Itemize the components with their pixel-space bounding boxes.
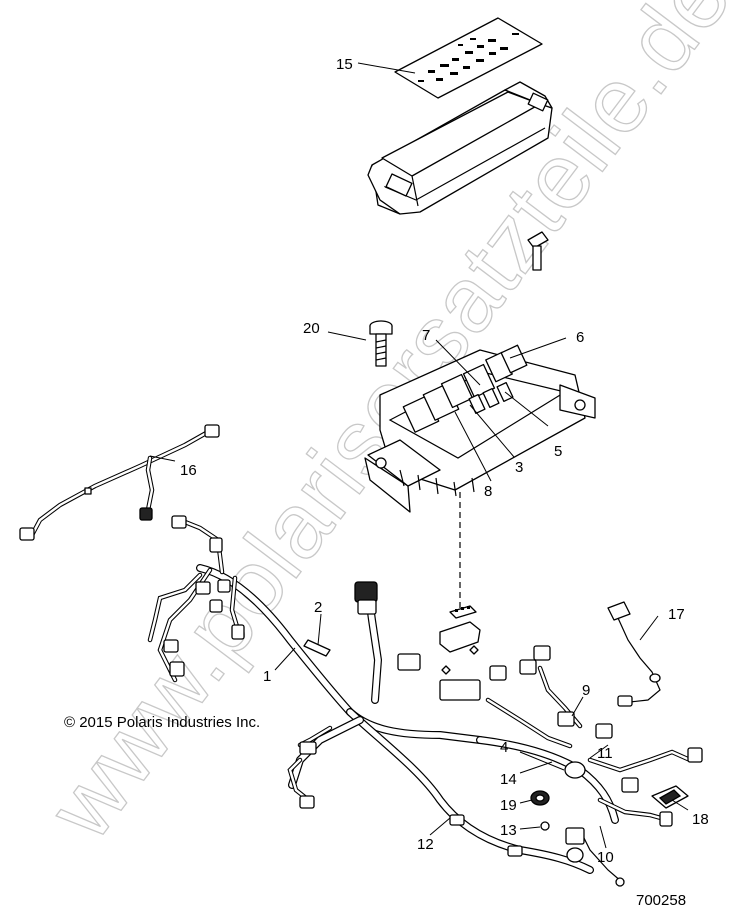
diagram-number: 700258	[636, 892, 686, 909]
small-screws	[441, 645, 479, 675]
callout-2: 2	[314, 599, 322, 616]
callout-3: 3	[515, 459, 523, 476]
callout-13: 13	[500, 822, 517, 839]
fuse-label-sticker	[394, 17, 543, 99]
harness-connectors	[163, 515, 703, 887]
mounting-screw-top	[527, 231, 549, 271]
callout-17: 17	[668, 606, 685, 623]
callout-12: 12	[417, 836, 434, 853]
copyright-notice: © 2015 Polaris Industries Inc.	[64, 714, 260, 731]
callout-16: 16	[180, 462, 197, 479]
fuse-strip	[449, 605, 477, 619]
sensor-harness-17	[607, 601, 661, 707]
callout-15: 15	[336, 56, 353, 73]
fuse-box-cover	[367, 81, 553, 215]
callout-11: 11	[597, 745, 613, 762]
relay-bank	[402, 344, 528, 433]
callout-10: 10	[597, 849, 614, 866]
callouts: 15 7 6 20 5 3 8 16 2 17 1 9 4 11 14 19 1…	[180, 56, 709, 866]
callout-1: 1	[263, 668, 271, 685]
callout-4: 4	[500, 739, 508, 756]
grommet-19	[530, 790, 550, 806]
screw-20	[369, 320, 393, 367]
relay-cover	[439, 621, 481, 653]
callout-7: 7	[422, 327, 430, 344]
callout-9: 9	[582, 682, 590, 699]
callout-18: 18	[692, 811, 709, 828]
sub-harness-16	[19, 424, 220, 541]
callout-5: 5	[554, 443, 562, 460]
callout-19: 19	[500, 797, 517, 814]
bracket-18	[651, 785, 689, 809]
callout-8: 8	[484, 483, 492, 500]
callout-14: 14	[500, 771, 517, 788]
callout-6: 6	[576, 329, 584, 346]
callout-20: 20	[303, 320, 320, 337]
cable-tie-2	[303, 639, 331, 657]
leader-lines	[149, 62, 689, 849]
